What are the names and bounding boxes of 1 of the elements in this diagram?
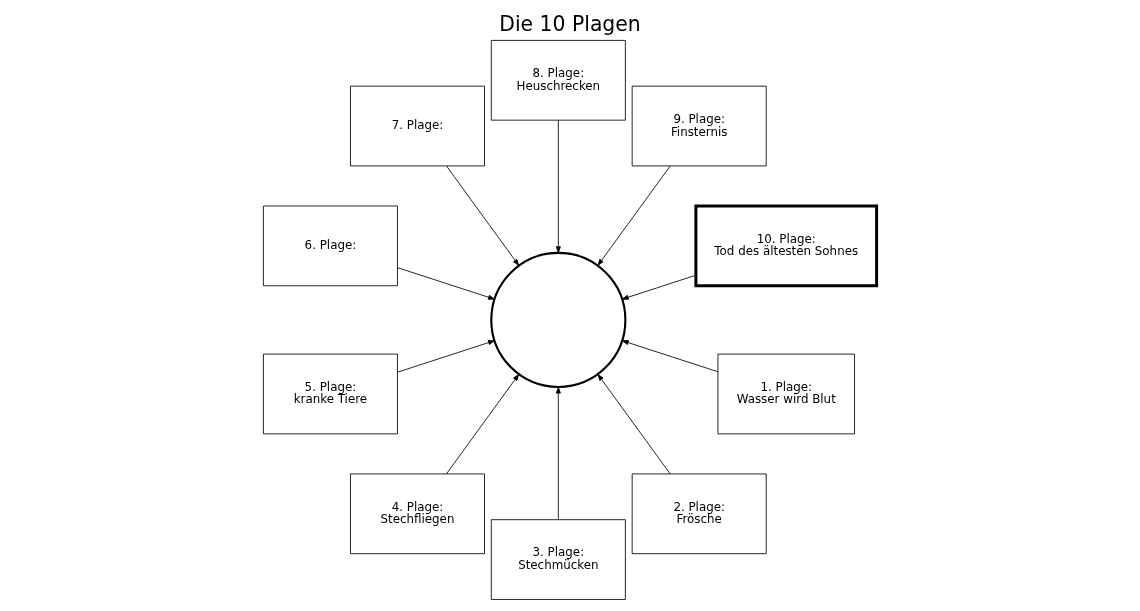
diagram-title: Die 10 Plagen bbox=[499, 12, 641, 37]
